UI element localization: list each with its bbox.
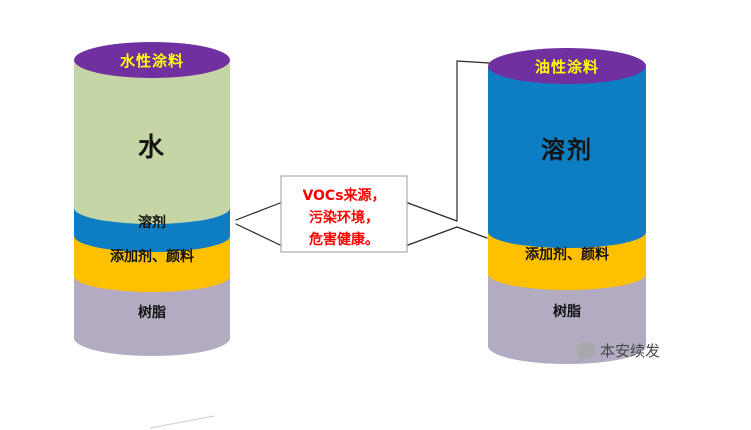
left-connector-upper-line [235,202,281,221]
vocs-callout: VOCs来源， 污染环境， 危害健康。 [280,175,408,253]
right-section-solvent [488,66,646,232]
left-solvent-top-curve [74,220,230,252]
right-connector-top-line [456,60,490,64]
left-additives-top-curve [74,260,230,292]
right-solvent-label: 溶剂 [541,136,593,164]
speech-bubble-tail [575,356,585,364]
left-additives-label: 添加剂、颜料 [110,248,194,265]
right-solvent-bottom-curve [488,216,646,248]
right-additives-top-curve [488,258,646,290]
vocs-callout-box [280,175,408,253]
water-label: 水 [138,133,166,163]
speech-bubble-icon [576,342,596,358]
left-cylinder: 水性涂料 水 溶剂 添加剂、颜料 树脂 [74,42,230,356]
right-bottom-curve [488,328,646,364]
vocs-callout-line-3: 危害健康。 [308,231,379,248]
left-solvent-label: 溶剂 [138,214,166,231]
right-additives-label: 添加剂、颜料 [525,246,609,263]
left-cylinder-title: 水性涂料 [120,52,184,70]
right-connector-lower-line [407,226,458,246]
left-water-bottom-curve [74,192,230,224]
left-bottom-curve [74,320,230,356]
right-cylinder-top-ellipse [488,48,646,84]
connector-lines [235,60,490,246]
right-cylinder-title: 油性涂料 [535,58,599,76]
right-resin-label: 树脂 [553,303,581,320]
vocs-callout-line-2: 污染环境， [309,209,379,226]
right-connector-upper-line [407,202,458,222]
left-resin-label: 树脂 [138,304,166,321]
right-cylinder: 油性涂料 溶剂 添加剂、颜料 树脂 [488,48,646,364]
vocs-callout-line-1: VOCs来源， [302,187,385,204]
left-connector-lower-line [235,223,281,246]
left-cylinder-top-ellipse [74,42,230,78]
left-section-water [74,60,230,208]
decorative-line [149,415,215,429]
watermark: 本安续发 [575,342,660,364]
watermark-text: 本安续发 [600,342,660,360]
right-connector-branch-line [456,226,488,239]
